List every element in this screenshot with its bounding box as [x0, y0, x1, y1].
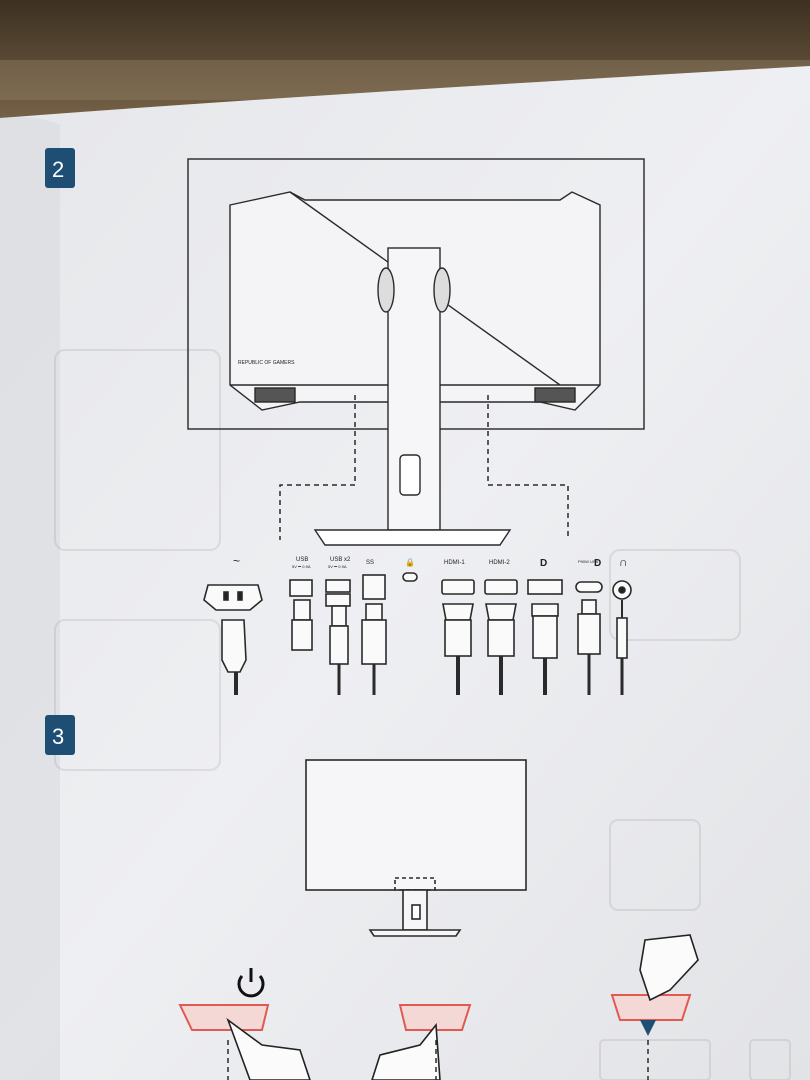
power-icon [237, 968, 265, 998]
port-usbc-label: P90W USB [578, 559, 599, 564]
port-usbx2-label: USB x2 [330, 557, 351, 563]
step-3-number: 3 [52, 724, 64, 749]
ports-and-cables [203, 572, 632, 695]
port-lock-label: 🔒 [405, 558, 415, 567]
monitor-front [305, 759, 527, 937]
step-3-badge [45, 715, 75, 755]
port-dp-label: D [540, 558, 547, 569]
bleed-through [54, 349, 791, 1080]
step-2-badge [45, 148, 75, 188]
control-highlights [178, 994, 692, 1031]
page-curl [0, 117, 60, 1080]
rog-logo-text: REPUBLIC OF GAMERS [238, 360, 295, 366]
port-usbc-dp-label: D [594, 558, 601, 569]
port-hdmi1-label: HDMI-1 [444, 560, 465, 566]
port-callout-lines [279, 395, 569, 540]
control-dashed-lines [227, 1040, 649, 1080]
step-2-number: 2 [52, 157, 64, 182]
port-usb-label: USB [296, 557, 308, 563]
port-headphone-label: ∩ [619, 555, 628, 569]
arrow-down-icon [640, 1020, 656, 1036]
monitor-rear [229, 191, 601, 546]
port-hdmi2-label: HDMI-2 [489, 560, 510, 566]
port-usb-spec: 5V ⎓ 0.9A [292, 564, 311, 569]
hand-icon [226, 934, 699, 1080]
port-labels: ~ USB 5V ⎓ 0.9A USB x2 5V ⎓ 0.9A SS 🔒 HD… [233, 554, 628, 569]
port-power-label: ~ [233, 554, 240, 568]
port-usbx2-spec: 5V ⎓ 0.9A [328, 564, 347, 569]
port-usb3-label: SS [366, 560, 374, 566]
